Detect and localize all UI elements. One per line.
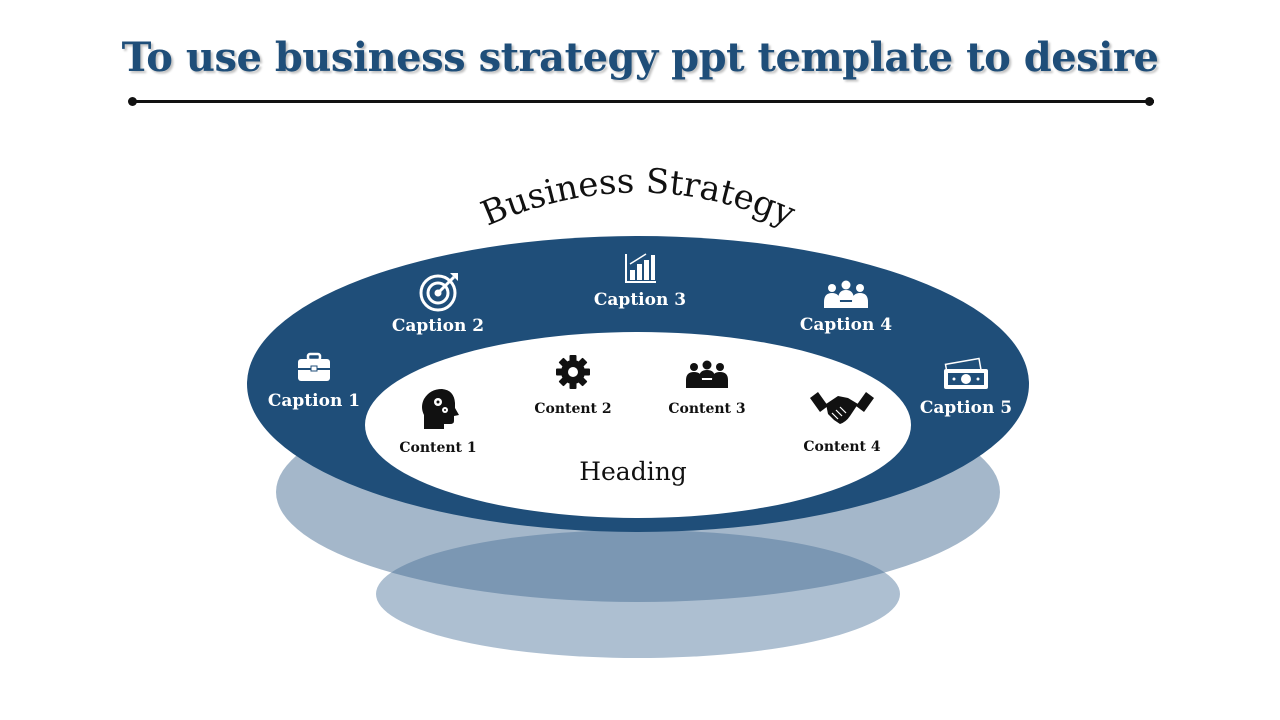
target-icon xyxy=(419,273,458,312)
money-icon xyxy=(944,357,988,389)
caption-4-label: Caption 4 xyxy=(800,315,892,335)
people-group-icon xyxy=(686,360,728,388)
content-4-label: Content 4 xyxy=(803,439,881,455)
center-heading: Heading xyxy=(579,457,687,486)
content-2-label: Content 2 xyxy=(534,401,611,417)
content-1-label: Content 1 xyxy=(399,440,476,456)
briefcase-icon xyxy=(298,352,330,381)
caption-5-label: Caption 5 xyxy=(920,398,1012,418)
title-divider xyxy=(130,100,1154,103)
divider-left-dot xyxy=(128,97,137,106)
content-3-label: Content 3 xyxy=(668,401,745,417)
caption-3-label: Caption 3 xyxy=(594,290,686,310)
arc-title: Business Strategy xyxy=(475,161,801,234)
caption-2-label: Caption 2 xyxy=(392,316,484,336)
gear-icon xyxy=(556,355,590,389)
caption-1-label: Caption 1 xyxy=(268,391,360,411)
slide-title: To use business strategy ppt template to… xyxy=(121,34,1159,81)
head-gears-icon xyxy=(422,389,459,429)
divider-right-dot xyxy=(1145,97,1154,106)
bar-chart-icon xyxy=(625,253,656,283)
inner-disc xyxy=(365,332,911,518)
team-meeting-icon xyxy=(824,280,868,308)
handshake-icon xyxy=(810,392,874,424)
